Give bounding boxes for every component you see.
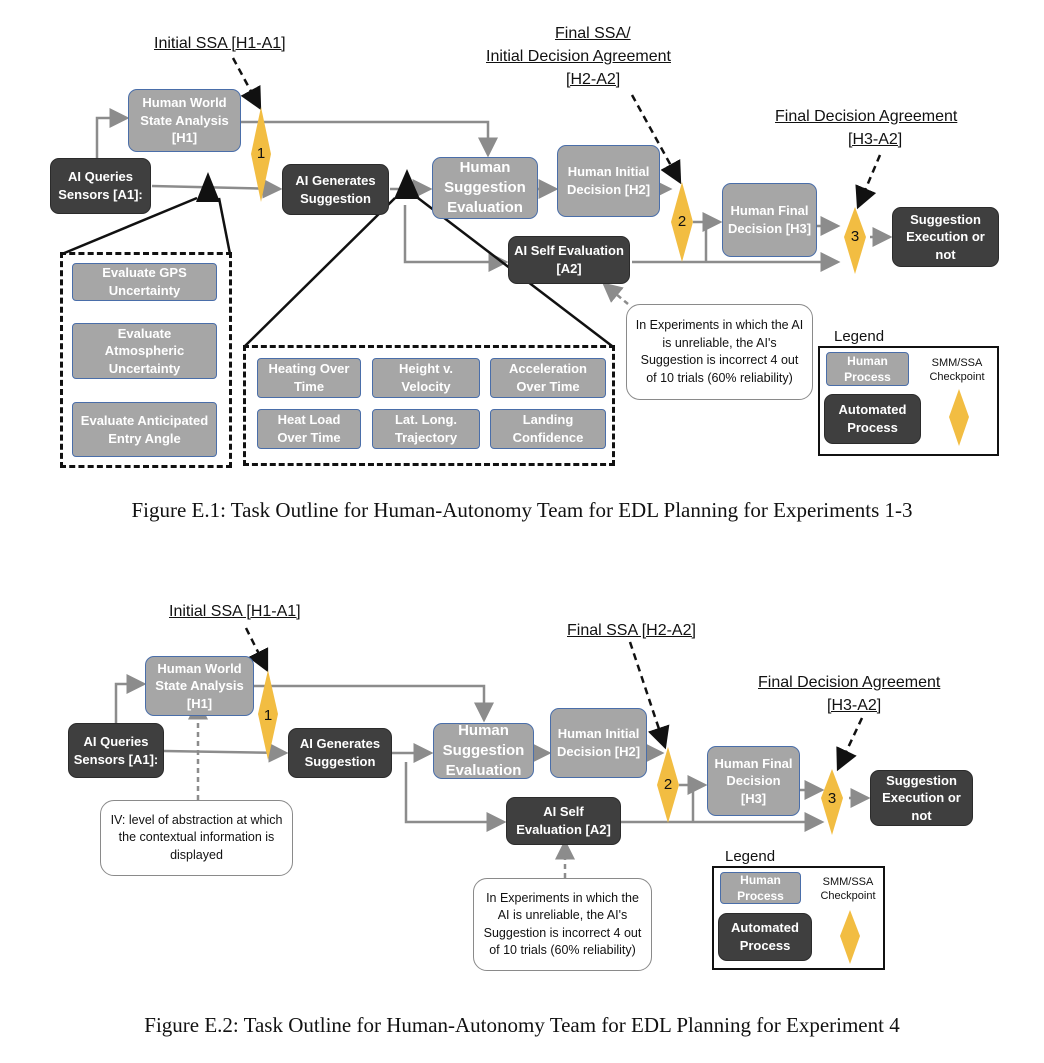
suggestion-execution-node: Suggestion Execution or not [870, 770, 973, 826]
suggestion-execution-node: Suggestion Execution or not [892, 207, 999, 267]
cue-height-velocity: Height v. Velocity [372, 358, 480, 398]
ai-generates-suggestion-node: AI Generates Suggestion [282, 164, 389, 215]
final-decision-node: Human Final Decision [H3] [722, 183, 817, 257]
world-state-analysis-node: Human World State Analysis [H1] [145, 656, 254, 716]
checkpoint-1-label: 1 [256, 145, 266, 162]
final-ssa-label-line1: Final SSA/ [555, 25, 631, 42]
cue-lat-long-trajectory: Lat. Long. Trajectory [372, 409, 480, 449]
final-ssa-label: Final SSA [H2-A2] [567, 622, 696, 639]
cue-gps-uncertainty: Evaluate GPS Uncertainty [72, 263, 217, 301]
legend-human-process: Human Process [720, 872, 801, 904]
cue-landing-confidence: Landing Confidence [490, 409, 606, 449]
checkpoint-1-label: 1 [263, 707, 273, 724]
suggestion-evaluation-node: Human Suggestion Evaluation [433, 722, 534, 779]
unreliable-ai-note: In Experiments in which the AI is unreli… [626, 304, 813, 400]
suggestion-evaluation-node: Human Suggestion Evaluation [432, 157, 538, 219]
legend-title: Legend [725, 848, 776, 865]
sensor-cues-group [60, 252, 232, 468]
cue-acceleration-over-time: Acceleration Over Time [490, 358, 606, 398]
final-decision-label-line1: Final Decision Agreement [758, 674, 941, 691]
figure-e2-caption: Figure E.2: Task Outline for Human-Auton… [144, 1013, 900, 1037]
legend-human-process: Human Process [826, 352, 909, 386]
suggestion-cue-triangle [394, 169, 420, 199]
sensor-cue-triangle [196, 172, 220, 202]
checkpoint-3-label: 3 [850, 228, 860, 245]
legend-checkpoint-label: SMM/SSA Checkpoint [929, 357, 985, 384]
final-decision-label-line2: [H3-A2] [848, 131, 903, 148]
suggestion-cues-group [243, 345, 615, 466]
cue-atmospheric-uncertainty: Evaluate Atmospheric Uncertainty [72, 323, 217, 379]
final-ssa-label-line3: [H2-A2] [566, 71, 621, 88]
initial-decision-node: Human Initial Decision [H2] [557, 145, 660, 217]
legend-box [712, 866, 885, 970]
ai-self-evaluation-node: AI Self Evaluation [A2] [508, 236, 630, 284]
iv-abstraction-note: IV: level of abstraction at which the co… [100, 800, 293, 876]
legend-checkpoint-label: SMM/SSA Checkpoint [820, 876, 876, 903]
legend-automated-process: Automated Process [824, 394, 921, 444]
initial-decision-node: Human Initial Decision [H2] [550, 708, 647, 778]
checkpoint-2-label: 2 [677, 213, 687, 230]
cue-entry-angle: Evaluate Anticipated Entry Angle [72, 402, 217, 457]
ai-queries-sensors-node: AI Queries Sensors [A1]: [68, 723, 164, 778]
figure-e2: 1 2 3 Initial SSA [H1-A1] Final SSA [H2-… [0, 590, 1044, 1063]
legend-title: Legend [834, 328, 885, 345]
checkpoint-3-label: 3 [827, 790, 837, 807]
cue-heat-load-over-time: Heat Load Over Time [257, 409, 361, 449]
final-decision-node: Human Final Decision [H3] [707, 746, 800, 816]
ai-self-evaluation-node: AI Self Evaluation [A2] [506, 797, 621, 845]
figure-e1-caption: Figure E.1: Task Outline for Human-Auton… [131, 498, 913, 522]
checkpoint-2-label: 2 [663, 776, 673, 793]
world-state-analysis-node: Human World State Analysis [H1] [128, 89, 241, 152]
final-decision-label-line2: [H3-A2] [827, 697, 882, 714]
final-ssa-label-line2: Initial Decision Agreement [486, 48, 671, 65]
ai-generates-suggestion-node: AI Generates Suggestion [288, 728, 392, 778]
final-decision-label-line1: Final Decision Agreement [775, 108, 958, 125]
cue-heating-over-time: Heating Over Time [257, 358, 361, 398]
initial-ssa-label: Initial SSA [H1-A1] [169, 603, 301, 620]
legend-automated-process: Automated Process [718, 913, 812, 961]
legend-box [818, 346, 999, 456]
initial-ssa-label: Initial SSA [H1-A1] [154, 35, 286, 52]
ai-queries-sensors-node: AI Queries Sensors [A1]: [50, 158, 151, 214]
unreliable-ai-note: In Experiments in which the AI is unreli… [473, 878, 652, 971]
figure-e1: 1 2 3 Initial SSA [H1-A1] Final SSA/ Ini… [50, 25, 999, 522]
